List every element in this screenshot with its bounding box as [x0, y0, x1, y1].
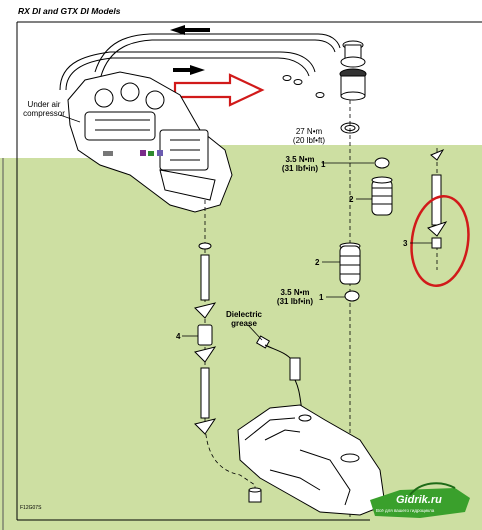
arrow-left: [170, 25, 210, 35]
green-overlay: [0, 145, 482, 530]
valve-cap: [339, 40, 367, 134]
callout-1-top: 1: [321, 160, 326, 169]
torque-mid-imperial: (31 lbf•in): [281, 164, 319, 173]
watermark-brand: Gidrik.ru: [396, 494, 442, 506]
callout-2-top: 2: [349, 195, 354, 204]
arrow-right: [173, 65, 205, 75]
clamp-top: [374, 157, 390, 169]
torque-top-metric: 27 N•m: [295, 127, 323, 136]
label-torque-low: 3.5 N•m (31 lbf•in): [270, 288, 320, 306]
label-torque-top: 27 N•m (20 lbf•ft): [284, 127, 334, 145]
page-title: RX DI and GTX DI Models: [18, 6, 121, 16]
callout-2-low: 2: [315, 258, 320, 267]
torque-mid-metric: 3.5 N•m: [285, 155, 315, 164]
torque-low-metric: 3.5 N•m: [280, 288, 310, 297]
check-valve: [197, 324, 213, 346]
torque-low-imperial: (31 lbf•in): [276, 297, 314, 306]
bellows-top: [371, 179, 393, 216]
callout-1-low: 1: [319, 293, 324, 302]
highlight-ellipse: [410, 195, 470, 287]
clamp-low: [344, 290, 360, 302]
label-under-air-compressor: Under air compressor: [23, 100, 65, 118]
callout-3: 3: [403, 239, 408, 248]
torque-top-imperial: (20 lbf•ft): [292, 136, 326, 145]
callout-4: 4: [176, 332, 181, 341]
engine-block: [67, 71, 233, 213]
watermark-logo: [370, 482, 470, 518]
red-arrow: [173, 73, 265, 107]
watermark-tagline: Всё для вашего гидроцикла: [376, 508, 435, 513]
label-torque-mid: 3.5 N•m (31 lbf•in): [275, 155, 325, 173]
label-dielectric-grease: Dielectric grease: [225, 310, 263, 328]
figure-id: F12G07S: [20, 505, 42, 511]
